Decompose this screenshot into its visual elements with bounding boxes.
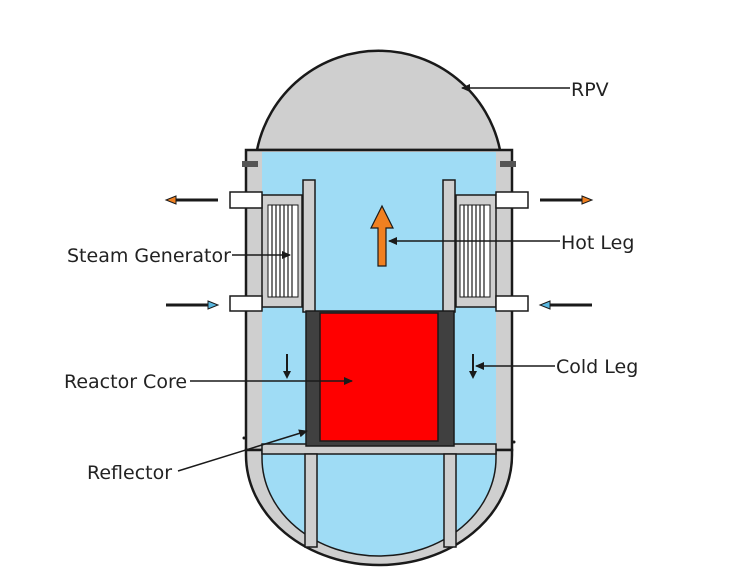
lower-plenum-coolant [261, 451, 497, 557]
steam-generator-right [455, 191, 529, 312]
label-cold-leg: Cold Leg [556, 356, 638, 378]
steam-outlet-arrow-left [164, 195, 218, 205]
reactor-core [319, 312, 439, 442]
cold-flow-arrow-left [283, 354, 291, 379]
feedwater-inlet-arrow-left [166, 300, 220, 310]
label-rpv: RPV [571, 79, 609, 101]
cold-flow-arrow-right [469, 354, 477, 379]
flange-bolt-left [242, 161, 258, 167]
riser-wall-right [442, 179, 456, 313]
steam-generator-left [229, 191, 303, 312]
support-post-right [443, 453, 457, 548]
riser-wall-left [302, 179, 316, 313]
support-post-left [304, 453, 318, 548]
hot-flow-arrow [370, 204, 394, 267]
label-reactor-core: Reactor Core [64, 371, 187, 393]
steam-outlet-arrow-right [540, 195, 594, 205]
label-reflector: Reflector [87, 462, 172, 484]
rpv-upper-dome [255, 49, 502, 152]
label-hot-leg: Hot Leg [561, 232, 634, 254]
label-steam-generator: Steam Generator [67, 245, 231, 267]
leader-reflector [177, 429, 308, 472]
feedwater-inlet-arrow-right [538, 300, 592, 310]
flange-bolt-right [500, 161, 516, 167]
